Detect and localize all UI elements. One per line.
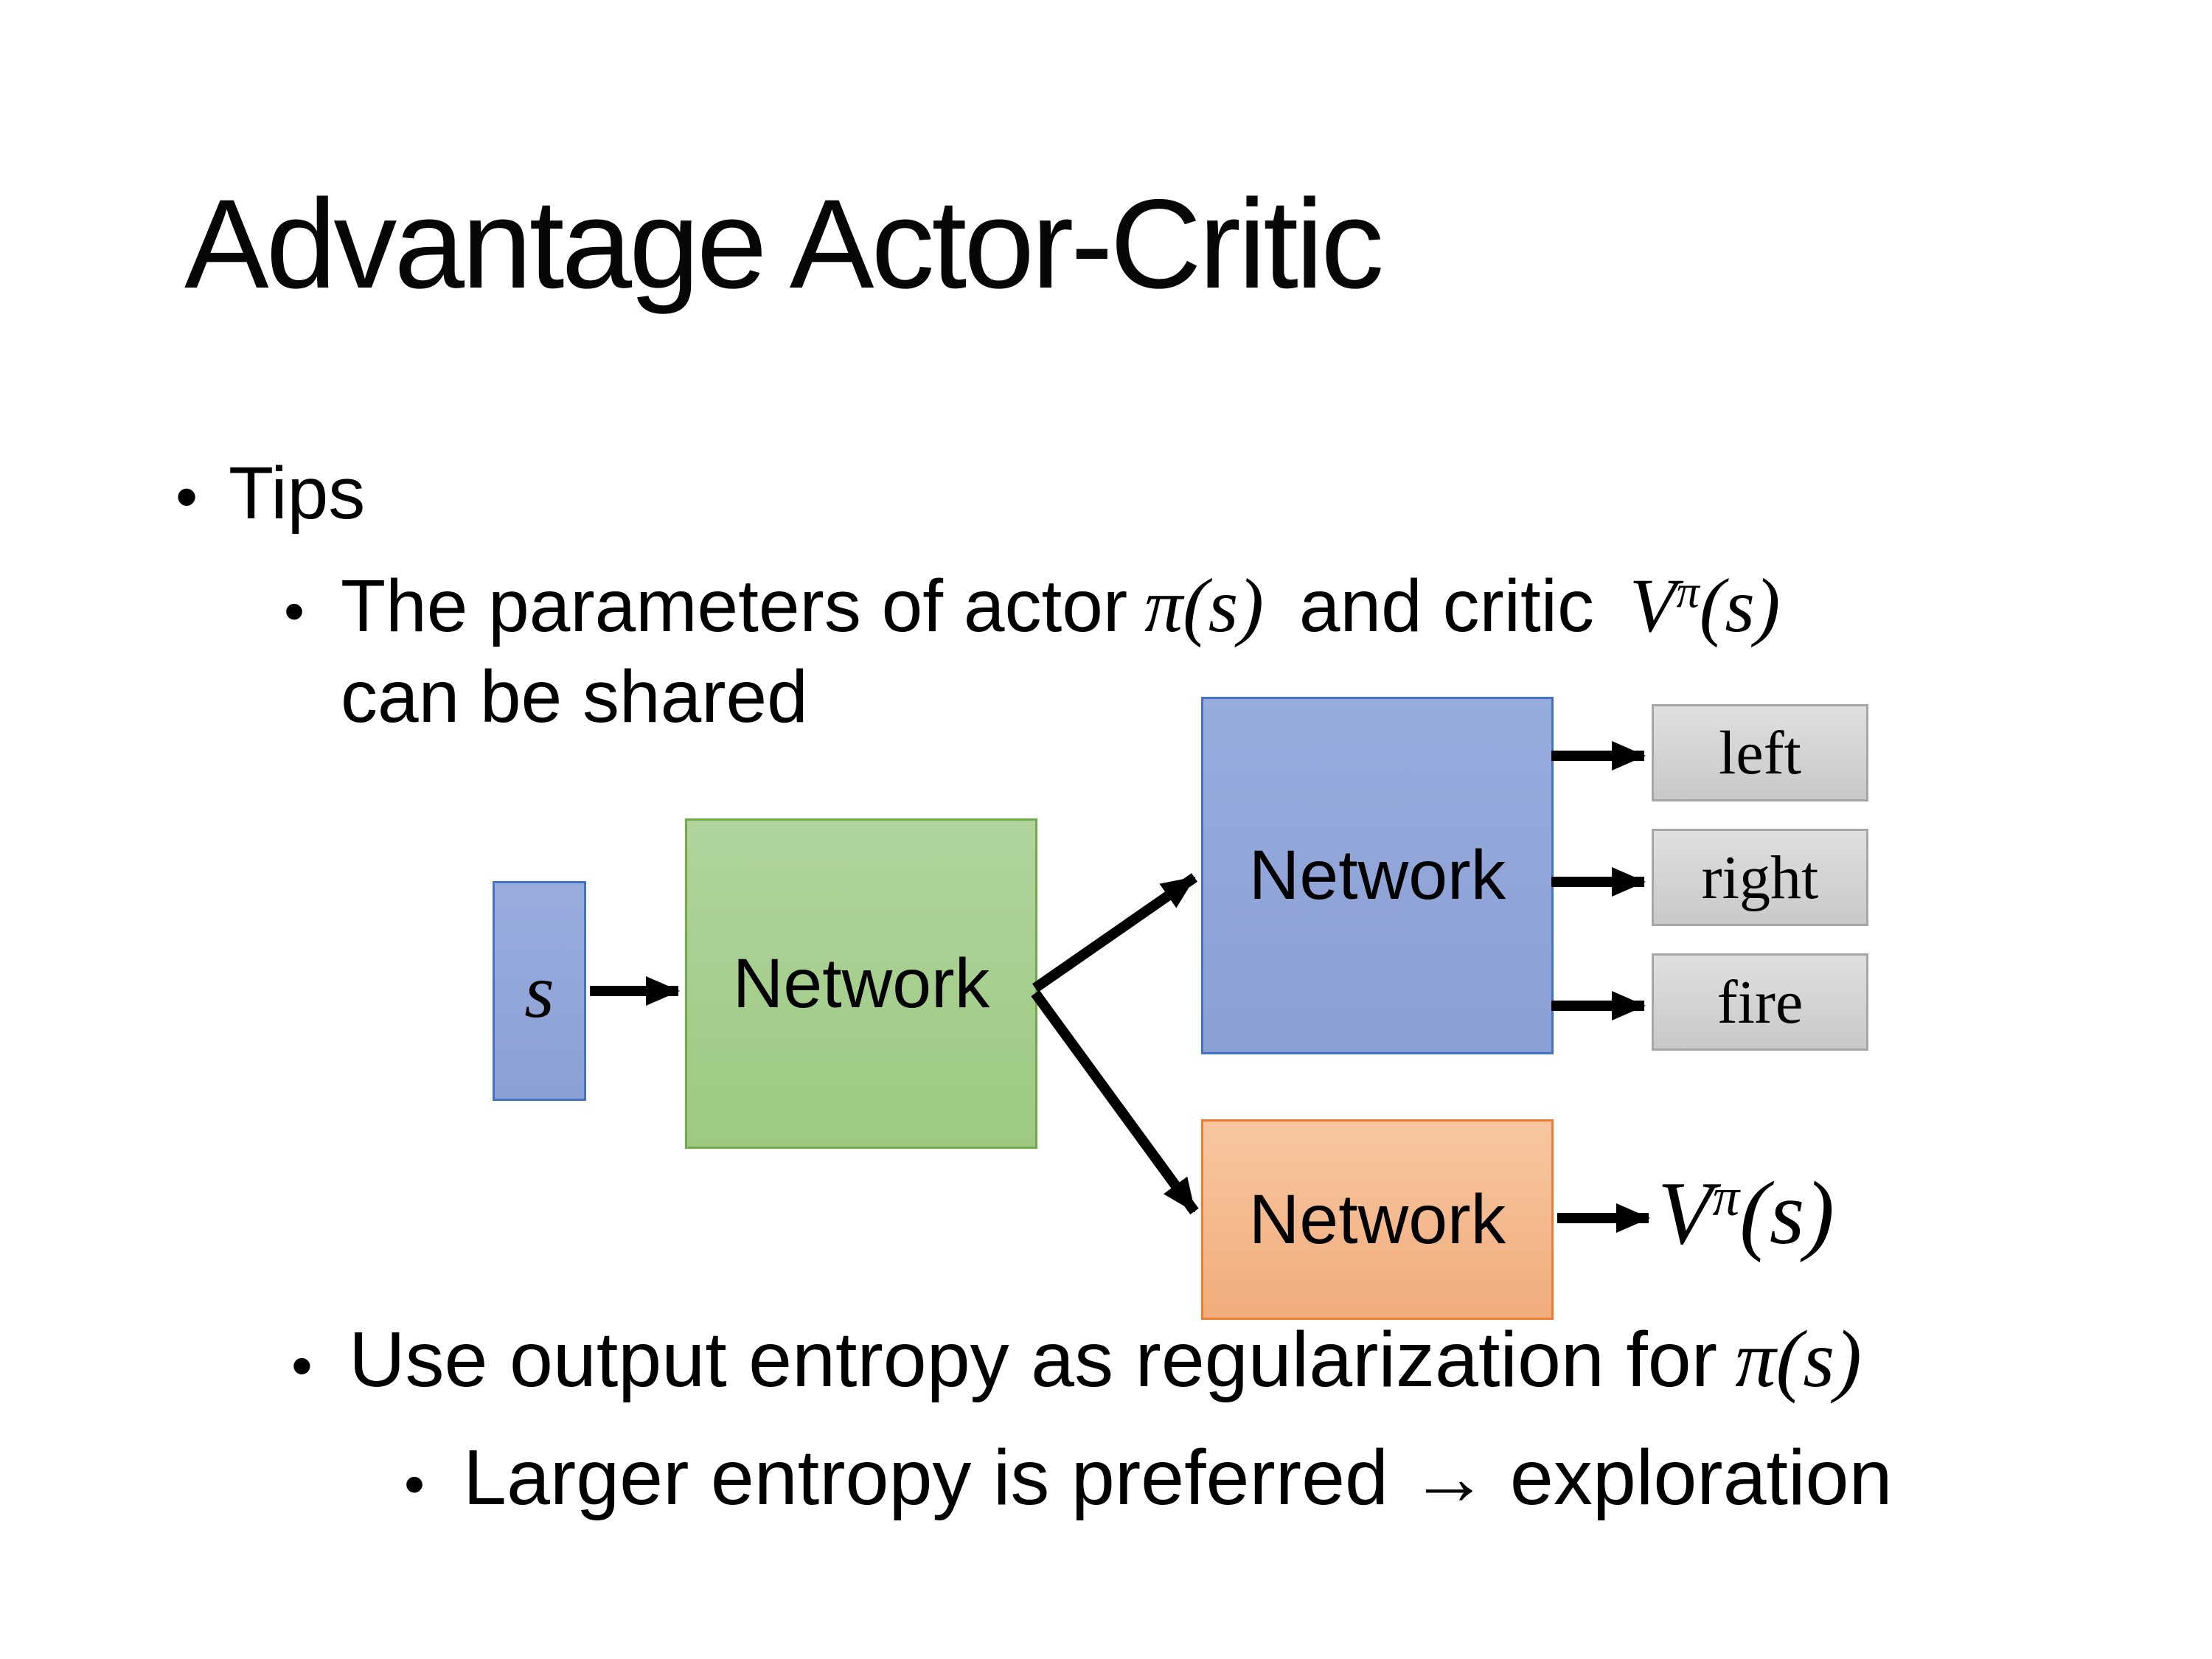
- params-pre-text: The parameters of actor: [341, 565, 1128, 647]
- action-box-left: left: [1652, 704, 1868, 801]
- bullet-entropy-text: Use output entropy as regularization for…: [349, 1312, 1862, 1406]
- bullet-entropy-regularization: • Use output entropy as regularization f…: [291, 1312, 1862, 1406]
- actor-network-box: Network: [1201, 697, 1554, 1054]
- math-pi-s-actor: π(s): [1144, 563, 1264, 648]
- bullet-larger-entropy-text: Larger entropy is preferred → exploratio…: [463, 1434, 1893, 1521]
- bullet-larger-entropy: • Larger entropy is preferred → explorat…: [404, 1433, 1892, 1523]
- state-input-box: s: [493, 881, 586, 1101]
- action-right-label: right: [1701, 843, 1819, 912]
- entropy-pre-text: Use output entropy as regularization for: [349, 1316, 1718, 1403]
- shared-network-box: Network: [685, 818, 1037, 1149]
- bullet-tips: • Tips: [175, 451, 365, 536]
- bullet-dot-icon: •: [175, 462, 198, 532]
- action-fire-label: fire: [1717, 967, 1804, 1037]
- bullet-shared-params-line2: can be shared: [341, 655, 808, 740]
- bullet-dot-icon: •: [404, 1451, 425, 1517]
- action-left-label: left: [1719, 718, 1801, 787]
- bullet-dot-icon: •: [284, 578, 305, 644]
- arrow-shared-to-actor: [1032, 873, 1197, 992]
- math-pi-s-reg: π(s): [1735, 1314, 1862, 1404]
- bullet-tips-label: Tips: [229, 452, 366, 535]
- critic-output-value: Vπ(s): [1658, 1164, 1834, 1263]
- action-box-fire: fire: [1652, 953, 1868, 1051]
- critic-network-label: Network: [1248, 1180, 1506, 1259]
- state-label: s: [524, 948, 554, 1034]
- action-box-right: right: [1652, 829, 1868, 926]
- shared-network-label: Network: [732, 944, 990, 1023]
- params-line2-text: can be shared: [341, 655, 808, 738]
- slide-title: Advantage Actor-Critic: [184, 173, 1384, 315]
- bullet-dot-icon: •: [291, 1332, 313, 1399]
- arrow-shared-to-critic: [1031, 990, 1199, 1215]
- critic-network-box: Network: [1201, 1119, 1554, 1320]
- math-v-pi-s-critic: Vπ(s): [1629, 563, 1781, 648]
- actor-network-label: Network: [1248, 836, 1506, 914]
- params-mid-text: and critic: [1298, 565, 1595, 647]
